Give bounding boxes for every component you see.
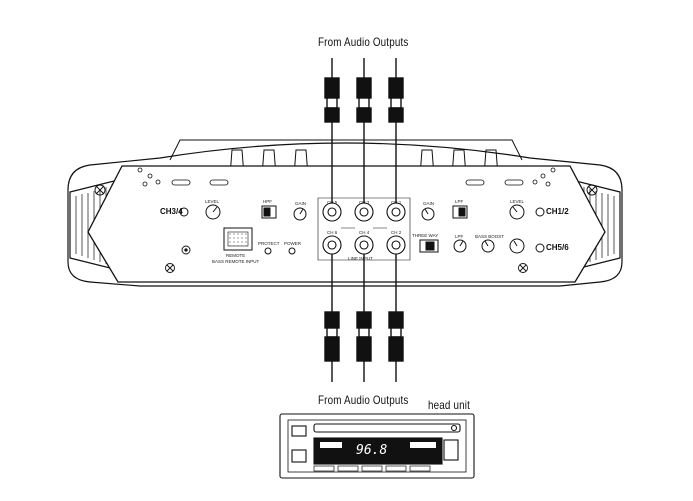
top-rca-cables [324,58,404,203]
input-label-ch3: CH 3 [359,200,370,205]
lpf-switch-label: LPF [455,199,464,204]
protect-led [264,247,272,255]
panel-slots [137,167,556,187]
bass-remote-jack[interactable] [223,227,253,251]
rca-jack-ch1[interactable] [386,202,406,222]
top-rca-plug-ch1 [388,58,404,203]
remote-sub-label: BASS REMOTE INPUT [212,259,260,264]
mounting-screws [94,184,598,273]
remote-label: REMOTE [226,253,246,258]
input-label-ch5: CH 5 [327,200,338,205]
rca-jack-ch3[interactable] [354,202,374,222]
bottom-rca-plug-ch2 [388,254,404,382]
top-rca-plug-ch3 [356,58,372,203]
input-label-ch4: CH 4 [359,230,370,235]
rca-jack-ch5[interactable] [322,202,342,222]
head-unit-left-button-2[interactable] [291,449,307,463]
bottom-input-label: From Audio Outputs [318,393,409,407]
power-led [288,247,296,255]
amplifier [67,139,623,287]
head-unit-label: head unit [428,398,470,412]
ch34-label: CH3/4 [160,207,183,216]
lpf-knob-label: LPF [455,234,464,239]
cd-slot [313,423,461,433]
power-label: POWER [284,241,302,246]
protect-label: PROTECT [258,241,280,246]
gain-label-right: GAIN [423,201,435,206]
hpf-label: HPF [263,199,272,204]
top-fins [169,139,523,177]
rca-jack-ch6[interactable] [322,235,342,255]
three-way-label: THREE WAY [412,233,439,238]
input-label-ch2: CH 2 [391,230,402,235]
level-label-left: LEVEL [205,199,220,204]
input-label-ch1: CH 1 [391,200,402,205]
ch34-indicator-icon [179,207,189,217]
bottom-rca-plug-ch4 [356,254,372,382]
line-input-label: LINE INPUT [348,256,373,261]
bottom-rca-plug-ch6 [324,254,340,382]
ch56-label: CH5/6 [546,243,569,252]
level-label-right: LEVEL [510,199,525,204]
preset-buttons [313,465,431,472]
head-unit-right-button[interactable] [443,439,459,461]
bass-boost-label: BASS BOOST [475,234,505,239]
head-unit-left-button[interactable] [291,425,307,437]
bottom-rca-cables [324,254,404,382]
head-unit [279,413,475,479]
input-label-ch6: CH 6 [327,230,338,235]
rca-jack-ch2[interactable] [386,235,406,255]
rca-jack-ch4[interactable] [354,235,374,255]
gain-label-left: GAIN [295,201,307,206]
amp-controls [179,204,545,255]
rca-input-jacks [317,197,411,261]
top-input-label: From Audio Outputs [318,35,409,49]
lcd-frequency-readout: 96.8 [356,443,388,458]
ch56-indicator-icon [535,243,545,253]
ch12-label: CH1/2 [546,207,569,216]
top-rca-plug-ch5 [324,58,340,203]
ch12-indicator-icon [535,207,545,217]
